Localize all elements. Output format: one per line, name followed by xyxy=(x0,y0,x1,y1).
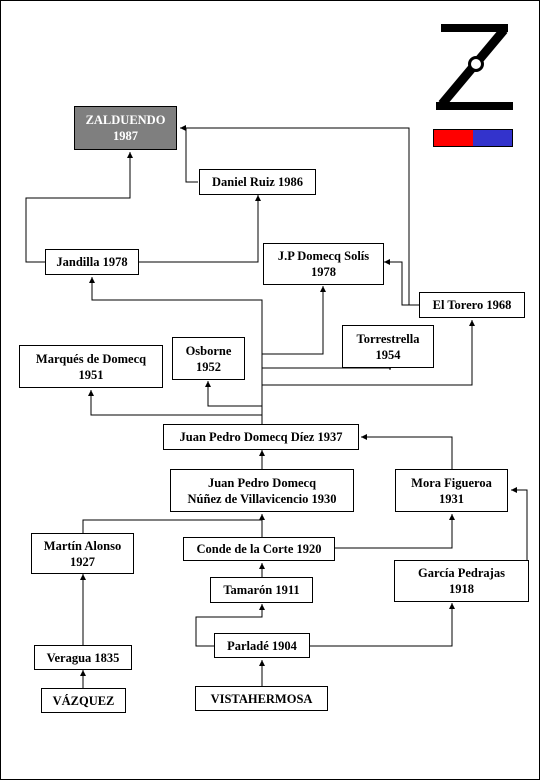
node-label: VISTAHERMOSA xyxy=(210,691,313,706)
node-label: Juan Pedro Domecq xyxy=(207,475,317,490)
edge-mora-diez xyxy=(361,434,453,469)
node-year: 1918 xyxy=(449,582,474,596)
edge-jpdiez-torrestrella xyxy=(262,364,393,370)
edge-martin-nunez xyxy=(82,519,262,533)
node-tamaron: Tamarón 1911 xyxy=(210,577,313,603)
node-year: 1952 xyxy=(196,359,221,374)
node-label: El Torero 1968 xyxy=(432,298,512,312)
node-year: 1954 xyxy=(375,347,401,362)
node-year: Núñez de Villavicencio 1930 xyxy=(187,491,337,506)
edge-jpdiez-eltorero xyxy=(262,320,475,386)
node-vistahermosa: VISTAHERMOSA xyxy=(195,686,328,711)
node-label: Marqués de Domecq xyxy=(35,351,147,366)
node-label: Daniel Ruiz 1986 xyxy=(212,175,303,189)
flag-blue-stripe xyxy=(473,129,513,147)
node-jp-domecq-nunez: Juan Pedro Domecq Núñez de Villavicencio… xyxy=(170,469,354,512)
node-jp-domecq-diez: Juan Pedro Domecq Díez 1937 xyxy=(163,424,359,450)
node-label: Martín Alonso xyxy=(43,538,122,553)
node-vazquez: VÁZQUEZ xyxy=(41,688,126,713)
node-label: García Pedrajas xyxy=(418,566,505,580)
node-label: Juan Pedro Domecq Díez 1937 xyxy=(179,430,343,444)
node-label: Conde de la Corte 1920 xyxy=(196,542,322,556)
node-label: J.P Domecq Solís xyxy=(277,249,370,263)
node-year: 1951 xyxy=(78,367,104,382)
node-year: 1987 xyxy=(113,129,138,143)
node-mora-figueroa: Mora Figueroa 1931 xyxy=(395,469,508,512)
edge-conde-mora xyxy=(335,514,455,549)
node-label: Parladé 1904 xyxy=(227,638,297,653)
edge-jandilla-danielruiz xyxy=(139,195,261,263)
edge-trunk xyxy=(89,277,263,424)
edge-parlade-garcia xyxy=(310,603,455,647)
z-brand-icon xyxy=(436,24,513,110)
node-label: Jandilla 1978 xyxy=(56,255,128,269)
node-marques-de-domecq: Marqués de Domecq 1951 xyxy=(19,345,163,388)
edge-danielruiz-zalduendo xyxy=(180,125,198,183)
edge-jandilla-zalduendo xyxy=(25,152,133,263)
edge-jpdiez-jpsolis xyxy=(262,286,326,355)
edge-garcia-mora xyxy=(511,487,529,570)
node-veragua: Veragua 1835 xyxy=(34,645,132,670)
node-label: Osborne xyxy=(185,343,232,358)
node-daniel-ruiz: Daniel Ruiz 1986 xyxy=(199,169,316,195)
node-jandilla: Jandilla 1978 xyxy=(45,249,139,275)
node-label: Torrestrella xyxy=(356,331,420,346)
node-label: Mora Figueroa xyxy=(411,475,492,490)
node-zalduendo: ZALDUENDO 1987 xyxy=(74,106,177,150)
node-garcia-pedrajas: García Pedrajas 1918 xyxy=(394,560,529,602)
node-martin-alonso: Martín Alonso 1927 xyxy=(31,533,134,574)
node-year: 1927 xyxy=(70,554,95,569)
node-label: ZALDUENDO xyxy=(85,113,166,127)
edge-eltorero-jpsolis xyxy=(384,259,419,306)
node-conde-de-la-corte: Conde de la Corte 1920 xyxy=(183,537,335,561)
node-osborne: Osborne 1952 xyxy=(172,337,245,380)
node-el-torero: El Torero 1968 xyxy=(419,292,525,318)
node-torrestrella: Torrestrella 1954 xyxy=(342,325,434,368)
edge-jpdiez-marques xyxy=(88,390,262,416)
edge-jpdiez-osborne xyxy=(205,381,262,407)
node-year: 1978 xyxy=(311,265,336,279)
edge-parlade-tamaron xyxy=(195,604,265,647)
flag-red-stripe xyxy=(433,129,473,147)
node-label: VÁZQUEZ xyxy=(52,693,115,708)
node-parlade: Parladé 1904 xyxy=(214,633,310,658)
node-year: 1931 xyxy=(439,491,464,506)
flag-border xyxy=(433,129,513,147)
node-label: Veragua 1835 xyxy=(46,650,120,665)
node-jp-domecq-solis: J.P Domecq Solís 1978 xyxy=(263,243,384,285)
node-label: Tamarón 1911 xyxy=(223,583,300,597)
